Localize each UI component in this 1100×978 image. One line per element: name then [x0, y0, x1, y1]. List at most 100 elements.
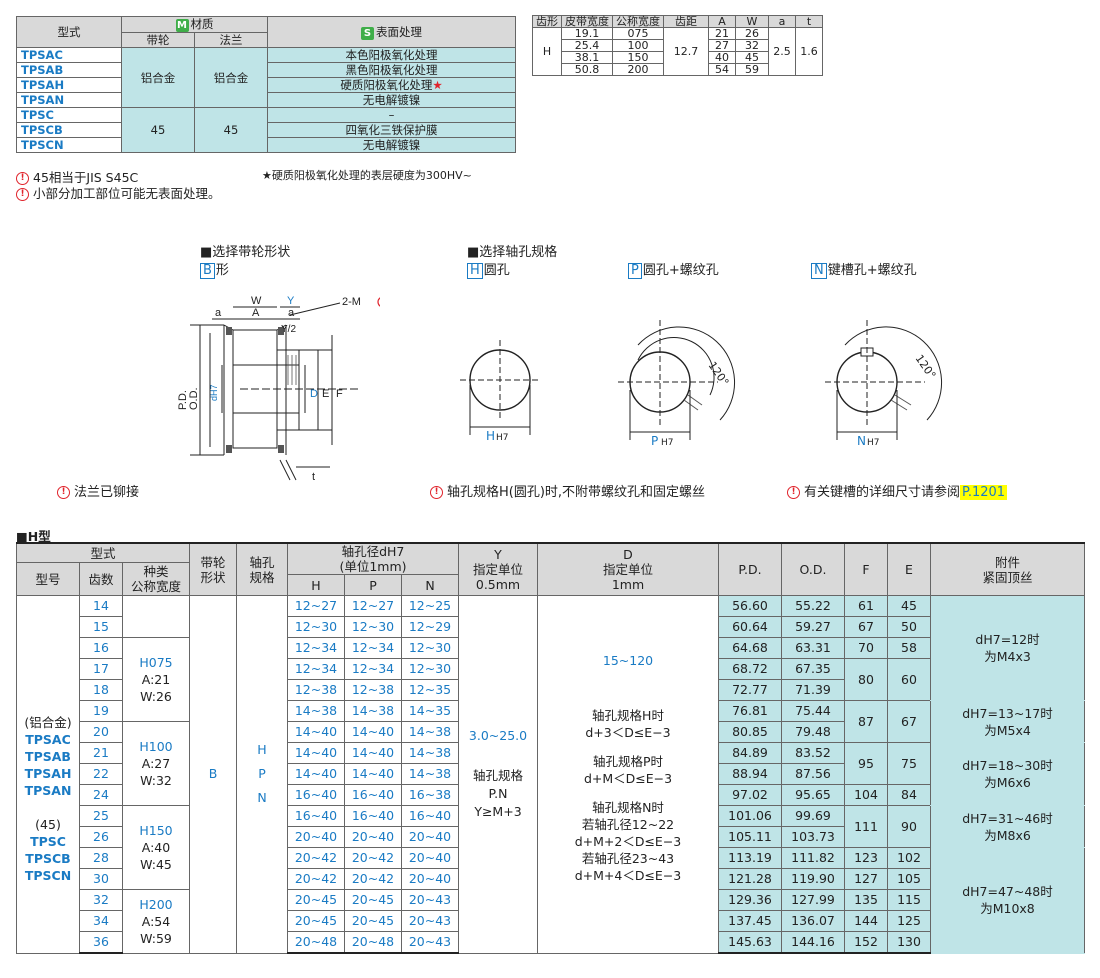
teeth-header: 齿数: [79, 562, 123, 596]
e-cell: 67: [887, 700, 931, 743]
p-range-cell: 14~38: [344, 700, 402, 722]
n-range-cell: 12~30: [401, 658, 459, 680]
od-cell: 67.35: [781, 658, 845, 680]
f-cell: 67: [844, 616, 888, 638]
material-badge: M: [175, 19, 189, 32]
angle-label: 120°: [913, 352, 939, 381]
p-range-cell: 12~34: [344, 637, 402, 659]
page-link[interactable]: P.1201: [960, 485, 1008, 500]
e-cell: 105: [887, 868, 931, 890]
pd-cell: 97.02: [718, 784, 782, 806]
od-cell: 99.69: [781, 805, 845, 827]
kind-code: H150: [139, 823, 173, 838]
warning-icon: !: [57, 486, 70, 499]
e-cell: 115: [887, 889, 931, 911]
f-cell: 87: [844, 700, 888, 743]
teeth-cell: 14: [79, 595, 123, 617]
pd-cell: 113.19: [718, 847, 782, 869]
warning-icon: [377, 297, 380, 307]
label-W: W: [251, 295, 262, 307]
teeth-cell: 19: [79, 700, 123, 722]
col-header: 齿形: [532, 15, 562, 28]
od-cell: 63.31: [781, 637, 845, 659]
e-cell: 84: [887, 784, 931, 806]
code-cell: TPSAB: [16, 62, 122, 78]
label-F: F: [336, 388, 343, 400]
teeth-cell: 15: [79, 616, 123, 638]
kind-a: A:21: [141, 672, 171, 687]
y-header: Y 指定单位 0.5mm: [458, 542, 538, 596]
screw-condition: dH7=13~17时: [962, 705, 1053, 721]
section-title: ■H型: [16, 529, 51, 544]
surface-badge: S: [361, 26, 374, 40]
model-line: [17, 799, 79, 816]
kind-w: W:32: [140, 773, 172, 788]
pd-cell: 72.77: [718, 679, 782, 701]
tooth-profile: H: [532, 27, 562, 76]
n-range-cell: 20~43: [401, 889, 459, 911]
n-range-cell: 20~40: [401, 847, 459, 869]
n-range-cell: 14~38: [401, 763, 459, 785]
e-cell: 45: [887, 595, 931, 617]
screw-size: 为M6x6: [984, 775, 1031, 790]
dim-N-label: N: [857, 434, 866, 448]
od-cell: 111.82: [781, 847, 845, 869]
belt-width: 19.1: [561, 27, 613, 40]
h-range-cell: 16~40: [287, 805, 345, 827]
h-range-cell: 14~40: [287, 763, 345, 785]
h-range-cell: 20~45: [287, 889, 345, 911]
star-mark: ★: [432, 78, 443, 92]
kind-a: A:54: [141, 913, 171, 929]
od-cell: 103.73: [781, 826, 845, 848]
dim-P-label: P: [651, 434, 658, 448]
kind-w: W:59: [140, 930, 172, 946]
col-header: a: [768, 15, 796, 28]
pulley-material: 45: [121, 107, 195, 153]
h-range-cell: 12~30: [287, 616, 345, 638]
dim-H-label: H: [486, 429, 495, 443]
h-range-cell: 20~48: [287, 931, 345, 954]
label-dH7: dH7: [209, 384, 219, 401]
bore-title: ■选择轴孔规格: [467, 245, 558, 260]
pd-cell: 56.60: [718, 595, 782, 617]
shape-cell: B: [189, 595, 237, 954]
pd-cell: 80.85: [718, 721, 782, 743]
h-range-cell: 20~42: [287, 868, 345, 890]
col-header: A: [708, 15, 736, 28]
h-range-cell: 12~27: [287, 595, 345, 617]
h-range-cell: 14~40: [287, 721, 345, 743]
p-range-cell: 12~38: [344, 679, 402, 701]
model-line: TPSCB: [25, 851, 71, 867]
pd-cell: 84.89: [718, 742, 782, 764]
screw-condition: dH7=47~48时: [962, 884, 1053, 900]
pd-cell: 121.28: [718, 868, 782, 890]
p-range-cell: 12~27: [344, 595, 402, 617]
col-header: W: [735, 15, 769, 28]
surface-cell: 本色阳极氧化处理: [267, 47, 516, 63]
warning-icon: !: [787, 486, 800, 499]
p-range-cell: 14~40: [344, 742, 402, 764]
od-cell: 59.27: [781, 616, 845, 638]
od-cell: 87.56: [781, 763, 845, 785]
pd-cell: 60.64: [718, 616, 782, 638]
teeth-cell: 25: [79, 805, 123, 827]
type-header: 型式: [16, 16, 122, 48]
kind-w: W:26: [140, 689, 172, 704]
dim-W: 45: [735, 51, 769, 64]
n-range-cell: 14~38: [401, 742, 459, 764]
h-range-cell: 16~40: [287, 784, 345, 806]
label-a: a: [215, 307, 222, 319]
